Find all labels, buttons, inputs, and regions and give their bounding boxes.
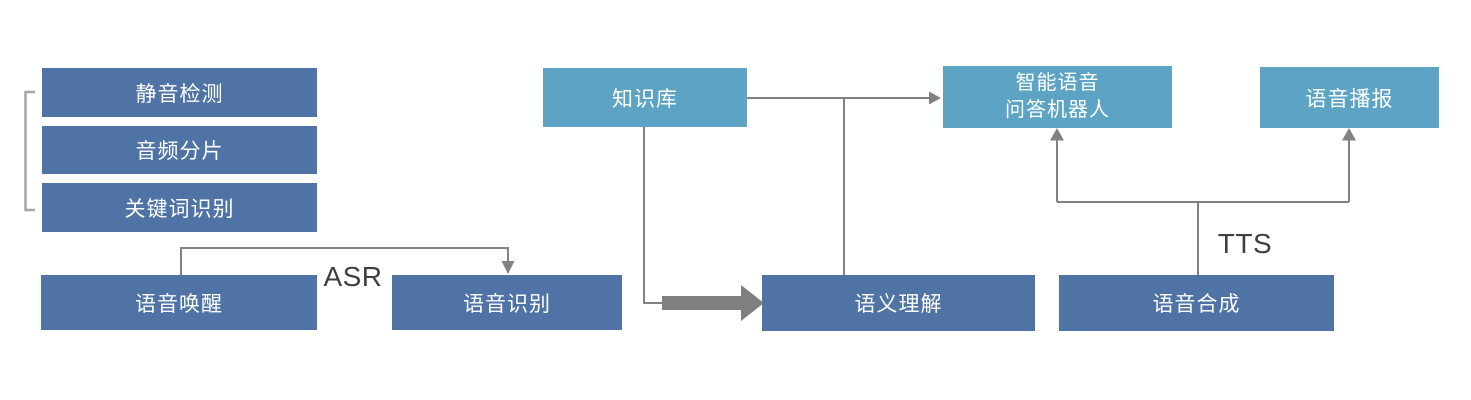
node-knowledge-base: 知识库 [543,68,747,127]
node-label-line2: 问答机器人 [1005,99,1110,121]
node-label: 关键词识别 [124,197,235,221]
thick-arrow-right-icon [662,285,764,321]
arrow-up-icon [1342,128,1356,141]
node-label: 语音播报 [1305,87,1394,111]
edge-label-asr: ASR [323,261,383,292]
knowledge-down-line [643,127,662,304]
node-label: 音频分片 [135,140,224,163]
node-label: 语音唤醒 [135,292,223,316]
node-audio-segmentation: 音频分片 [42,126,317,174]
node-silence-detection: 静音检测 [42,68,317,117]
left-group-bracket [24,90,35,212]
node-label-line1: 智能语音 [1015,72,1100,94]
node-label: 语音合成 [1152,293,1241,316]
node-label: 静音检测 [135,82,224,106]
node-speech-recognition: 语音识别 [392,275,622,330]
arrow-up-icon [1050,128,1064,141]
node-semantic-understanding: 语义理解 [762,275,1035,331]
arrow-down-icon [501,261,515,274]
tts-branch-lines [1056,139,1350,275]
node-voice-broadcast: 语音播报 [1260,67,1439,128]
node-speech-synthesis: 语音合成 [1059,275,1334,331]
node-label: 语义理解 [854,293,943,316]
node-label: 知识库 [612,87,678,111]
node-keyword-recognition: 关键词识别 [42,183,317,232]
node-voice-wakeup: 语音唤醒 [41,275,317,330]
node-qa-robot: 智能语音 问答机器人 [943,66,1172,128]
edge-label-tts: TTS [1217,228,1273,259]
node-label: 语音识别 [463,292,551,316]
arrow-right-icon [929,91,941,105]
